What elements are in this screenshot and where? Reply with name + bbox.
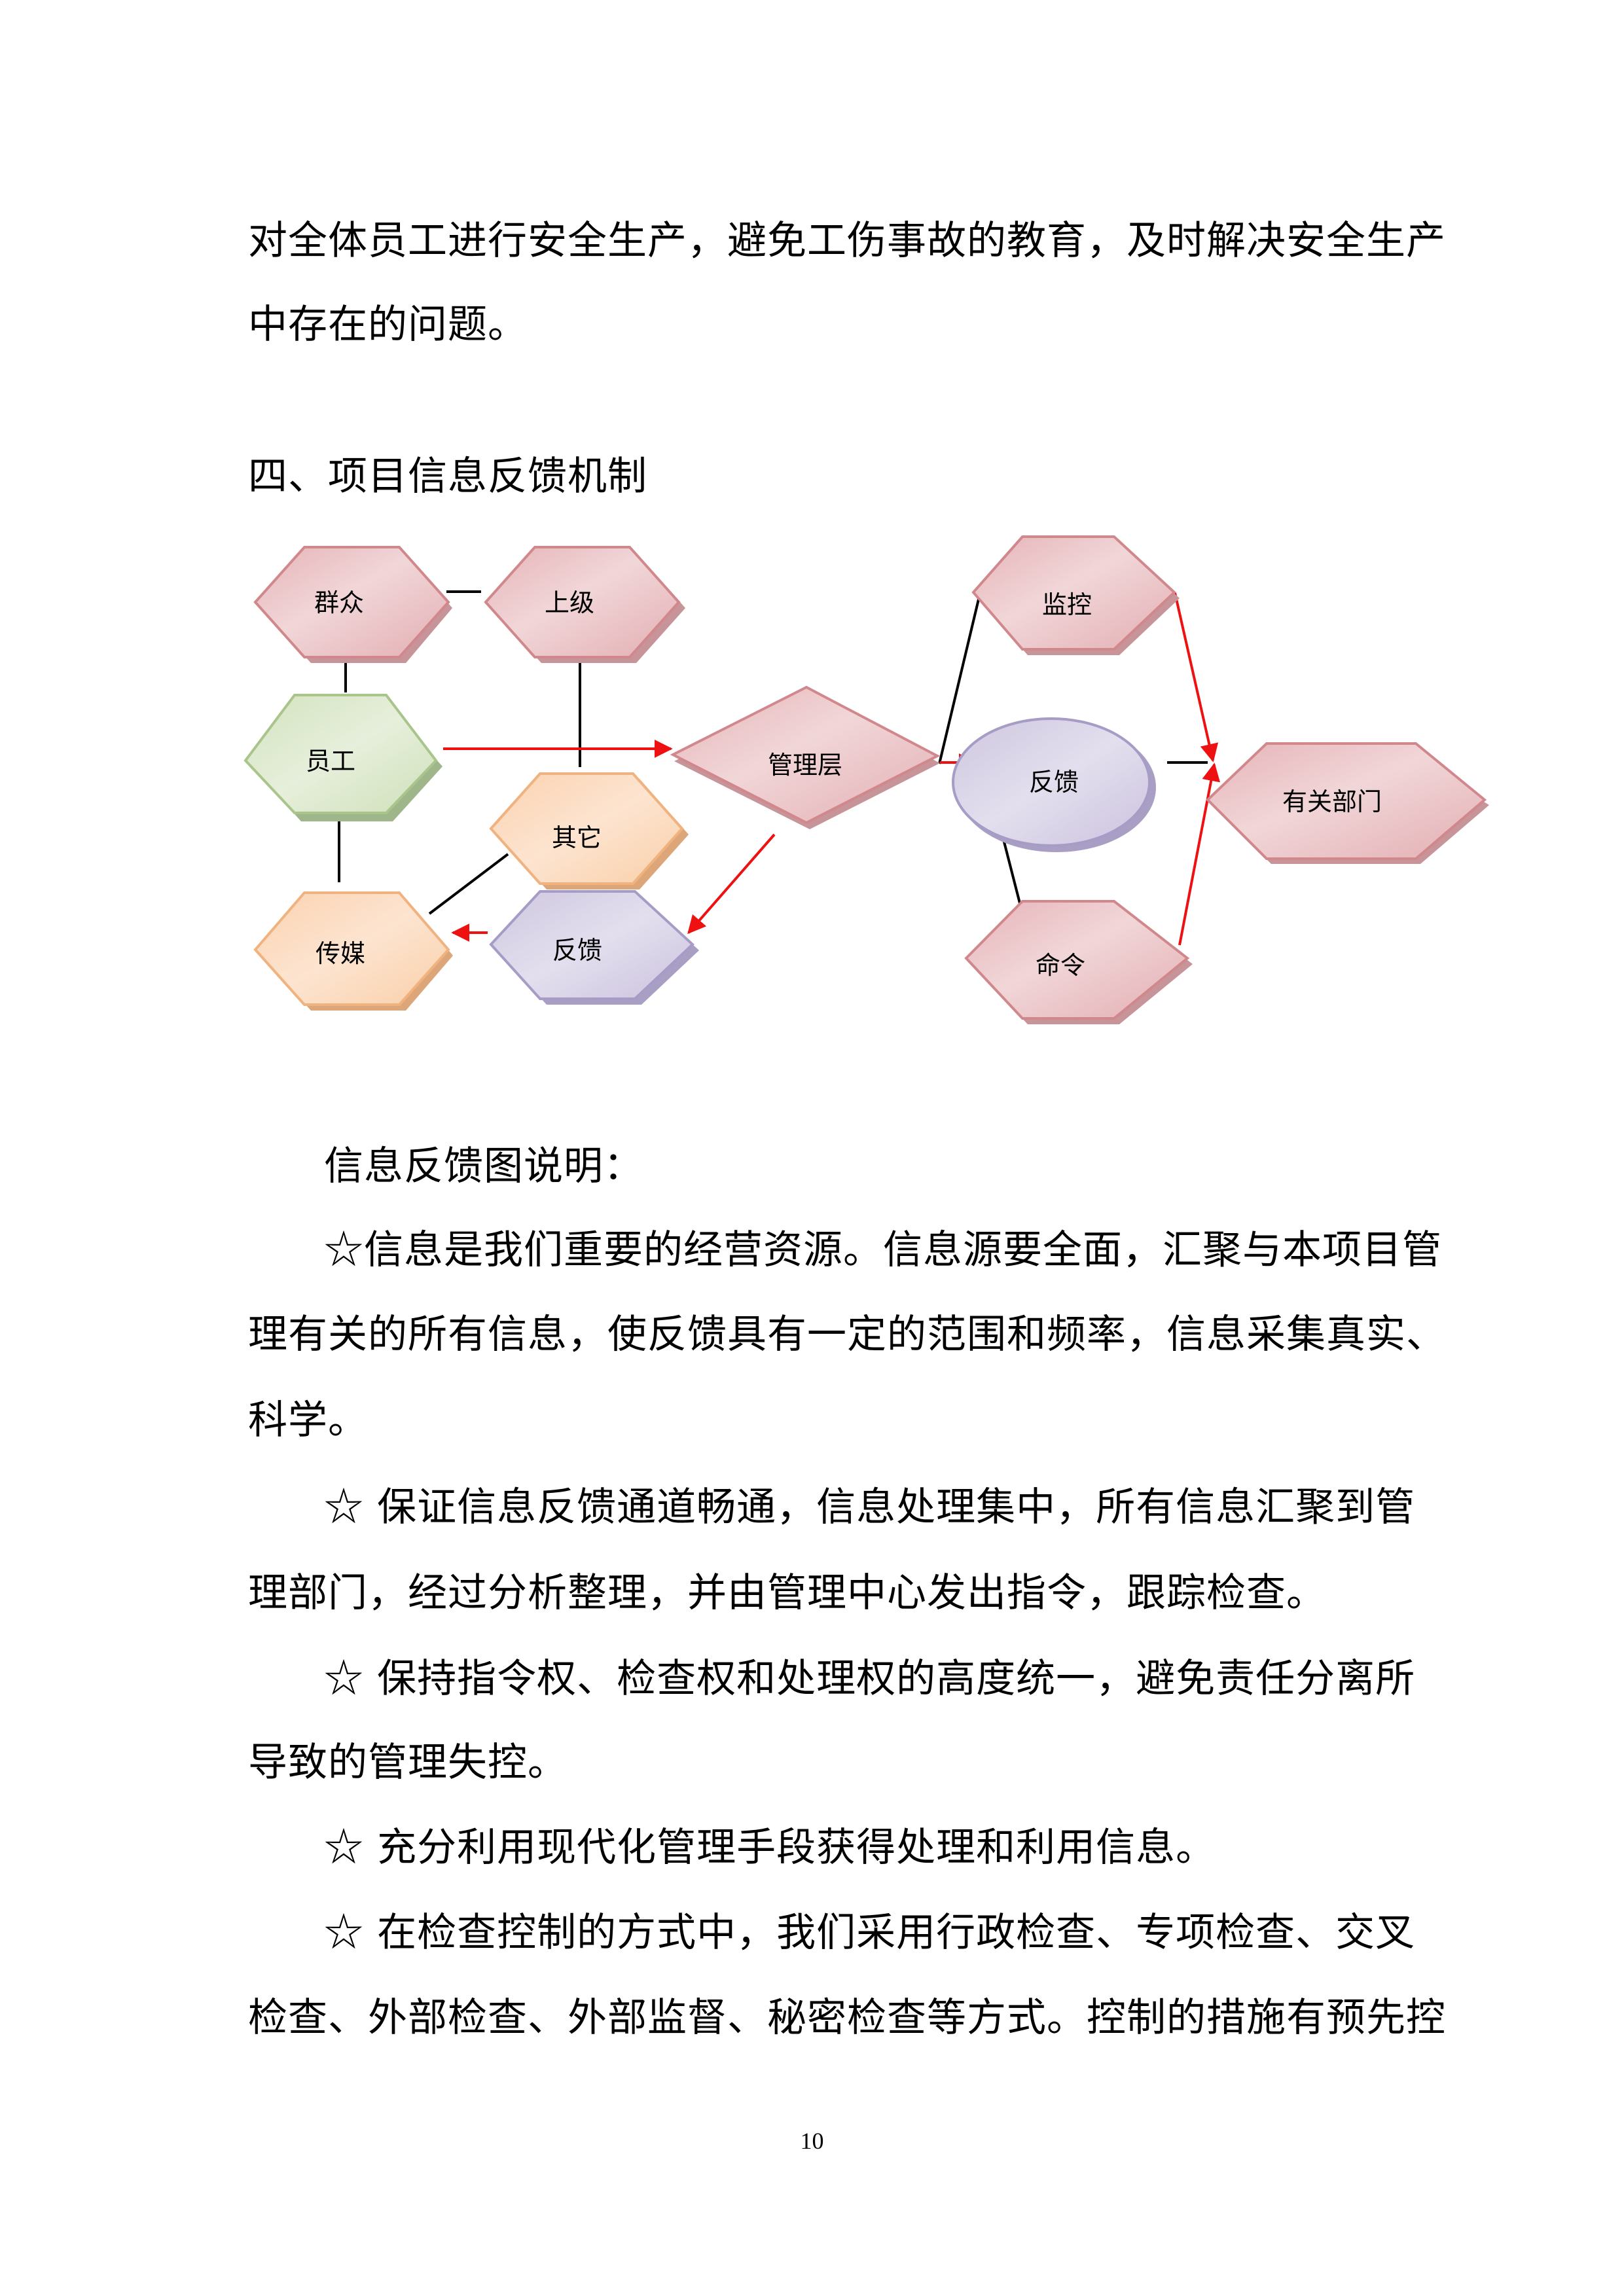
node-jiankong[interactable]: 监控: [971, 535, 1180, 655]
node-guanliceng[interactable]: 管理层: [670, 685, 941, 829]
explanation-line: 检查、外部检查、外部监督、秘密检查等方式。控制的措施有预先控: [248, 1995, 1446, 2041]
explanation-line: 理部门，经过分析整理，并由管理中心发出指令，跟踪检查。: [248, 1570, 1326, 1616]
explanation-title: 信息反馈图说明：: [324, 1143, 643, 1189]
node-label: 群众: [314, 588, 364, 617]
node-qunzhong[interactable]: 群众: [253, 546, 452, 663]
node-mingling[interactable]: 命令: [964, 900, 1193, 1024]
intro-line-2: 中存在的问题。: [248, 302, 528, 348]
node-yuangong[interactable]: 员工: [244, 694, 442, 821]
node-label: 命令: [1036, 951, 1085, 980]
node-chuanmei[interactable]: 传媒: [253, 891, 453, 1011]
explanation-line: 科学。: [248, 1397, 368, 1443]
explanation-line: ☆ 保持指令权、检查权和处理权的高度统一，避免责任分离所: [324, 1656, 1416, 1702]
explanation-line: ☆信息是我们重要的经营资源。信息源要全面，汇聚与本项目管: [324, 1227, 1442, 1273]
node-shangji[interactable]: 上级: [484, 546, 685, 663]
node-label: 其它: [552, 823, 602, 852]
explanation-line: 导致的管理失控。: [248, 1740, 568, 1785]
node-label: 反馈: [1029, 768, 1079, 797]
intro-line-1: 对全体员工进行安全生产，避免工伤事故的教育，及时解决安全生产: [248, 218, 1446, 264]
explanation-line: 理有关的所有信息，使反馈具有一定的范围和频率，信息采集真实、: [248, 1312, 1446, 1357]
node-label: 有关部门: [1282, 787, 1382, 816]
node-qita[interactable]: 其它: [489, 772, 689, 889]
node-label: 监控: [1042, 590, 1092, 619]
node-label: 反馈: [552, 936, 602, 965]
node-fankui-right[interactable]: 反馈: [952, 717, 1156, 852]
section-heading: 四、项目信息反馈机制: [248, 454, 647, 499]
explanation-line: ☆ 充分利用现代化管理手段获得处理和利用信息。: [324, 1825, 1216, 1871]
node-label: 上级: [545, 588, 594, 617]
explanation-line: ☆ 保证信息反馈通道畅通，信息处理集中，所有信息汇聚到管: [324, 1484, 1416, 1530]
page-number: 10: [800, 2128, 824, 2154]
explanation-line: ☆ 在检查控制的方式中，我们采用行政检查、专项检查、交叉: [324, 1910, 1416, 1956]
node-label: 员工: [306, 747, 355, 776]
node-label: 管理层: [768, 751, 842, 780]
node-label: 传媒: [316, 939, 365, 968]
node-fankui-left[interactable]: 反馈: [489, 890, 699, 1005]
node-youguanbumen[interactable]: 有关部门: [1206, 742, 1489, 864]
